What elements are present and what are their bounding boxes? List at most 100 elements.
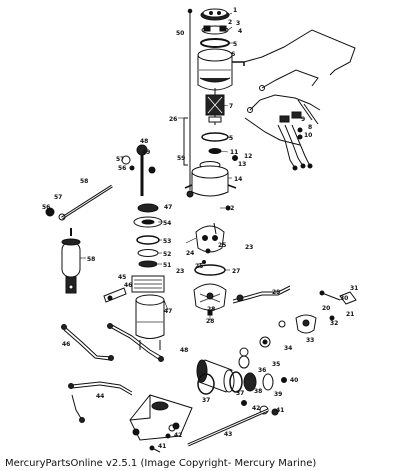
callout-41b: 41 bbox=[158, 443, 166, 450]
callout-3: 3 bbox=[236, 20, 240, 27]
manifold-valve bbox=[195, 222, 225, 253]
callout-22: 22 bbox=[226, 205, 234, 212]
callout-52: 52 bbox=[163, 251, 171, 258]
callout-29: 29 bbox=[272, 289, 280, 296]
pump-cover bbox=[133, 203, 163, 228]
callout-2: 2 bbox=[228, 19, 232, 26]
callout-23b: 23 bbox=[245, 244, 253, 251]
field-frame-seal bbox=[200, 38, 230, 48]
callout-54: 54 bbox=[163, 220, 171, 227]
callout-11: 11 bbox=[230, 149, 238, 156]
trim-cylinder-seals bbox=[197, 347, 274, 395]
drive-shaft bbox=[168, 408, 269, 447]
filter-screen bbox=[131, 275, 165, 293]
callout-57: 57 bbox=[116, 156, 124, 163]
bracket-screw bbox=[103, 287, 127, 303]
callout-30: 30 bbox=[340, 295, 348, 302]
callout-48: 48 bbox=[140, 138, 148, 145]
thrust-washers bbox=[201, 132, 229, 154]
mounting-base-block bbox=[129, 394, 193, 441]
callout-56: 56 bbox=[118, 165, 126, 172]
callout-9: 9 bbox=[301, 116, 305, 123]
callout-58b: 58 bbox=[87, 256, 95, 263]
callout-8: 8 bbox=[308, 124, 312, 131]
callout-26: 26 bbox=[169, 116, 177, 123]
callout-49: 49 bbox=[142, 149, 150, 156]
callout-21: 21 bbox=[346, 311, 354, 318]
hydraulic-line-lower bbox=[68, 381, 133, 423]
callout-43: 43 bbox=[224, 431, 232, 438]
callout-4: 4 bbox=[238, 28, 242, 35]
callout-6: 6 bbox=[231, 51, 235, 58]
callout-5b: 5 bbox=[229, 135, 233, 142]
callout-leaders bbox=[80, 12, 234, 320]
pivot-pin bbox=[45, 184, 113, 221]
hydraulic-line-upper bbox=[232, 285, 291, 304]
callout-53: 53 bbox=[163, 238, 171, 245]
callout-47: 47 bbox=[164, 204, 172, 211]
callout-46: 46 bbox=[124, 282, 132, 289]
callout-25b: 25 bbox=[195, 263, 203, 270]
motor-brush-plate bbox=[201, 25, 229, 35]
callout-45: 45 bbox=[118, 274, 126, 281]
pump-body bbox=[193, 283, 227, 316]
terminal-screws bbox=[225, 127, 303, 211]
callout-33: 33 bbox=[306, 337, 314, 344]
callout-12: 12 bbox=[244, 153, 252, 160]
callout-5: 5 bbox=[233, 41, 237, 48]
callout-38: 38 bbox=[254, 388, 262, 395]
tilt-cylinder bbox=[61, 228, 81, 294]
trim-rod bbox=[121, 144, 156, 196]
callout-57b: 57 bbox=[54, 194, 62, 201]
callout-25: 25 bbox=[218, 242, 226, 249]
callout-14: 14 bbox=[234, 176, 242, 183]
callout-39: 39 bbox=[274, 391, 282, 398]
callout-31: 31 bbox=[350, 285, 358, 292]
base-fasteners bbox=[149, 433, 171, 453]
motor-armature bbox=[205, 88, 225, 125]
callout-32: 32 bbox=[330, 320, 338, 327]
callout-35: 35 bbox=[272, 361, 280, 368]
callout-13: 13 bbox=[238, 161, 246, 168]
motor-end-cap bbox=[200, 8, 230, 21]
trim-cylinder bbox=[196, 359, 235, 393]
field-frame-housing bbox=[197, 48, 245, 91]
callout-44: 44 bbox=[96, 393, 104, 400]
reservoir bbox=[135, 294, 165, 350]
wiring-harness bbox=[243, 29, 356, 171]
callout-37b: 37 bbox=[202, 397, 210, 404]
callout-58: 58 bbox=[80, 178, 88, 185]
callout-50: 50 bbox=[176, 30, 184, 37]
hydraulic-line-right bbox=[107, 323, 164, 362]
callout-28b: 28 bbox=[206, 318, 214, 325]
callout-42: 42 bbox=[252, 405, 260, 412]
callout-41: 41 bbox=[276, 407, 284, 414]
callout-40: 40 bbox=[290, 377, 298, 384]
through-bolt bbox=[187, 8, 193, 190]
image-caption: MercuryPartsOnline v2.5.1 (Image Copyrig… bbox=[5, 458, 317, 469]
callout-37: 37 bbox=[236, 390, 244, 397]
callout-47b: 47 bbox=[164, 308, 172, 315]
callout-1: 1 bbox=[233, 7, 237, 14]
callout-56b: 56 bbox=[42, 204, 50, 211]
motor-end-bell bbox=[184, 161, 237, 198]
callout-20: 20 bbox=[322, 305, 330, 312]
callout-46b: 46 bbox=[62, 341, 70, 348]
callout-23: 23 bbox=[176, 268, 184, 275]
callout-48b: 48 bbox=[180, 347, 188, 354]
callout-36: 36 bbox=[258, 367, 266, 374]
hydraulic-line-left bbox=[61, 324, 114, 361]
callout-34: 34 bbox=[284, 345, 292, 352]
callout-27: 27 bbox=[232, 268, 240, 275]
bolt-set-bracket bbox=[183, 117, 188, 166]
callout-24: 24 bbox=[186, 250, 194, 257]
callout-51: 51 bbox=[163, 262, 171, 269]
callout-42b: 42 bbox=[174, 432, 182, 439]
callout-10: 10 bbox=[304, 132, 312, 139]
check-valve-parts bbox=[259, 290, 357, 348]
callout-59: 59 bbox=[177, 155, 185, 162]
pump-o-rings bbox=[136, 235, 160, 268]
callout-7: 7 bbox=[229, 103, 233, 110]
callout-labels: 50 1 2 3 4 5 6 7 8 9 10 5 11 12 13 14 59… bbox=[42, 7, 358, 450]
